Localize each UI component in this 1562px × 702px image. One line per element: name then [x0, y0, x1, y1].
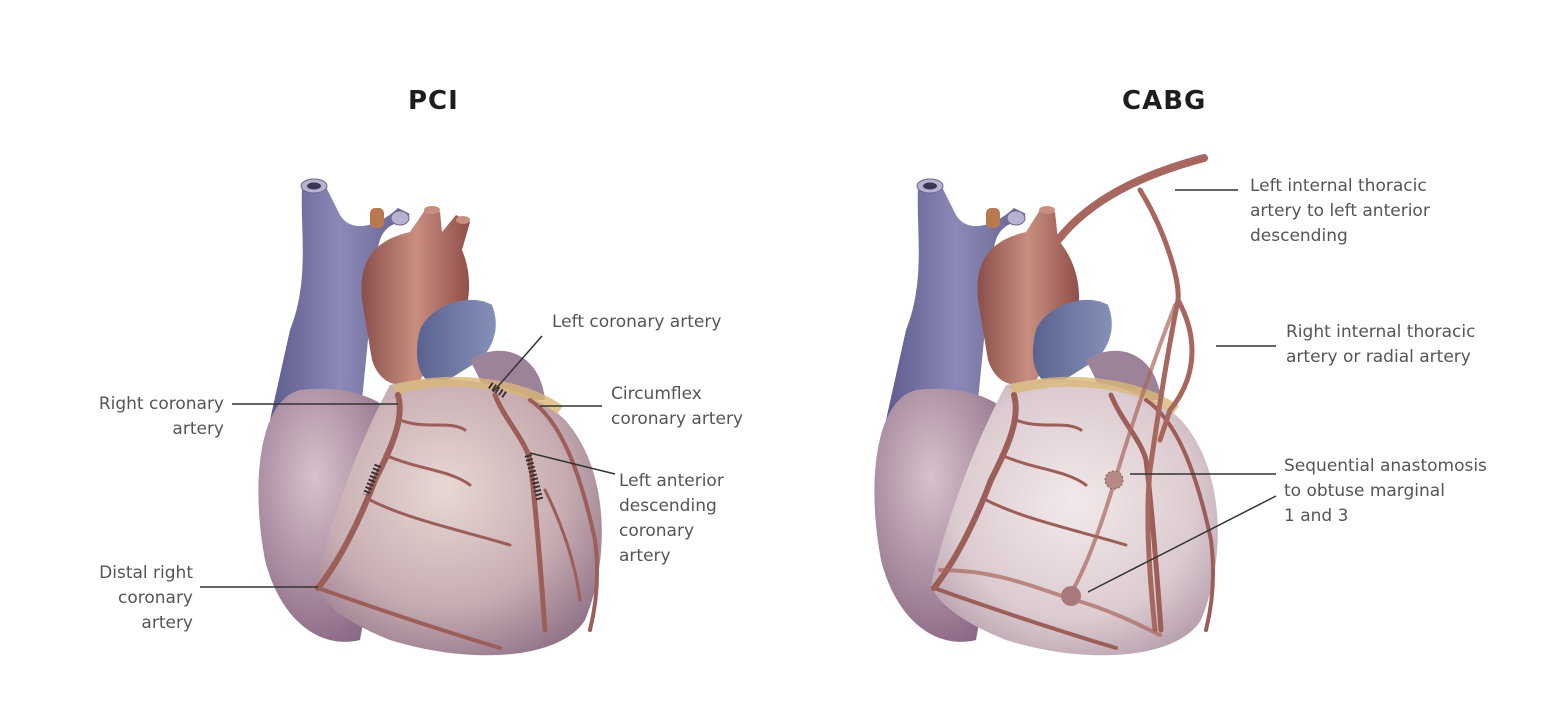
label-left-coronary-artery: Left coronary artery: [552, 312, 722, 332]
label-left-anterior-descending: Left anterior descending coronary artery: [619, 471, 724, 566]
cabg-heart-illustration: [874, 154, 1218, 656]
label-sequential-anastomosis: Sequential anastomosis to obtuse margina…: [1284, 456, 1487, 526]
pci-title: PCI: [408, 86, 459, 116]
label-circumflex-coronary-artery: Circumflex coronary artery: [611, 384, 743, 429]
label-right-coronary-artery: Right coronary artery: [98, 394, 224, 439]
cabg-title: CABG: [1122, 86, 1207, 116]
label-left-internal-thoracic-artery: Left internal thoracic artery to left an…: [1250, 176, 1430, 246]
label-distal-right-coronary-artery: Distal right coronary artery: [99, 563, 193, 633]
cabg-leader-lines: [1087, 189, 1277, 593]
pci-leader-lines: [200, 335, 616, 588]
pci-heart-illustration: [258, 178, 602, 656]
label-right-internal-thoracic-artery: Right internal thoracic artery or radial…: [1286, 322, 1476, 367]
